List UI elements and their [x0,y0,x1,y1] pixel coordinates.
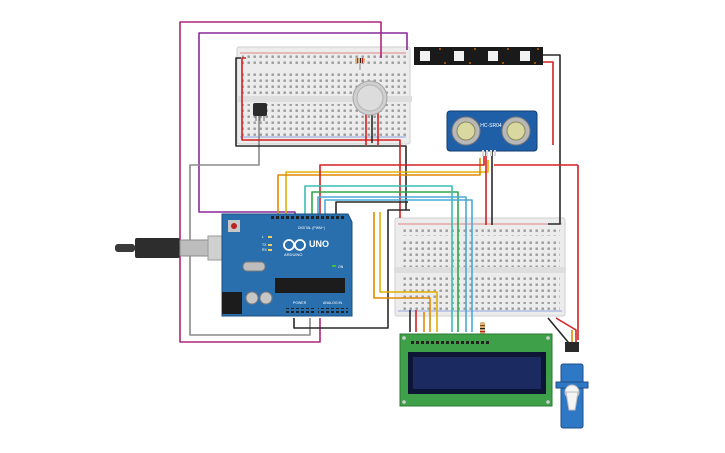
rx-label: RX [262,248,268,252]
usb-cable [115,235,223,261]
wire-green [311,191,459,332]
analog-header [318,308,348,313]
wire-blue-2 [324,199,473,332]
analog-label: ANALOG IN [323,301,343,305]
arduino-logo [283,239,306,251]
wire-yellow [285,160,489,218]
wire-orange-3 [277,158,481,218]
digital-header [270,216,345,221]
wire-orange-2 [373,212,431,332]
lcd-screen [413,357,541,389]
servo-motor [555,342,589,429]
arduino-brand-label: ARDUINO [284,252,302,257]
neopixel-strip [414,47,543,65]
breadboard-bottom [394,217,566,317]
potentiometer[interactable] [352,80,388,116]
power-label: POWER [293,301,307,305]
tx-label: TX [262,243,267,247]
wire-black-arduino-bb [293,209,410,329]
microcontroller-chip [275,278,345,293]
wire-black-top-left [235,57,407,210]
ultrasonic-label: HC-SR04 [480,123,502,129]
on-label: ON [338,265,344,269]
wire-magenta-outer [179,21,382,343]
arduino-model-label: UNO [309,239,329,249]
wire-black-neopixel [542,54,561,225]
ultrasonic-sensor: HC-SR04 [446,110,538,156]
wire-red-top-left [241,57,401,218]
wire-red-neopixel [542,61,554,145]
resistor-top [355,58,365,70]
wire-orange-1 [379,212,438,332]
power-header [286,308,316,313]
temperature-sensor [253,103,267,121]
wire-teal [304,185,453,332]
wire-black-gnd [335,201,408,216]
wire-blue-1 [317,196,467,332]
arduino-uno: UNO ARDUINO DIGITAL (PWM~) POWER ANALOG … [221,213,353,317]
lcd-16x2 [399,333,553,407]
wire-purple-inner [198,32,408,218]
l-label: L [262,235,264,239]
wire-red-ultrasonic [319,156,485,216]
digital-label: DIGITAL (PWM~) [298,226,325,230]
resistor-bottom [480,322,485,336]
